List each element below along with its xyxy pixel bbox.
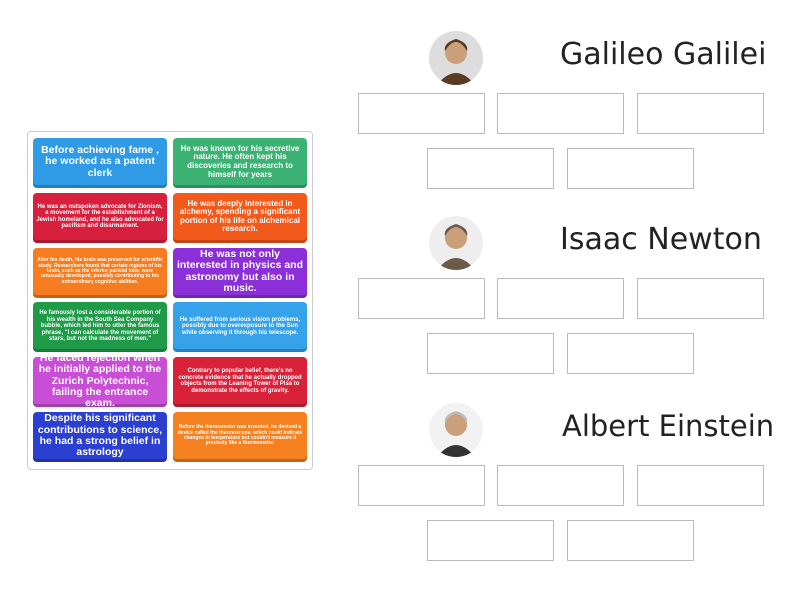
drop-slot[interactable]: [358, 93, 485, 134]
drop-slot[interactable]: [497, 465, 624, 506]
group-title: Albert Einstein: [562, 409, 775, 443]
drop-slot[interactable]: [567, 520, 694, 561]
draggable-card[interactable]: After his death, his brain was preserved…: [33, 247, 167, 298]
cards-panel: Before achieving fame , he worked as a p…: [27, 131, 313, 470]
draggable-card[interactable]: He faced rejection when he initially app…: [33, 357, 167, 408]
draggable-card[interactable]: Before the thermometer was invented, he …: [173, 412, 307, 462]
group-title: Isaac Newton: [560, 222, 762, 257]
drop-slot[interactable]: [358, 278, 485, 319]
portrait-image: [429, 216, 483, 270]
draggable-card[interactable]: Contrary to popular belief, there's no c…: [173, 357, 307, 408]
drop-slot[interactable]: [567, 333, 694, 374]
draggable-card[interactable]: He famously lost a considerable portion …: [33, 302, 167, 353]
draggable-card[interactable]: He was deeply interested in alchemy, spe…: [173, 192, 307, 243]
draggable-card[interactable]: He suffered from serious vision problems…: [173, 302, 307, 353]
group-title: Galileo Galilei: [560, 37, 767, 72]
drop-slot[interactable]: [567, 148, 694, 189]
drop-slot[interactable]: [497, 278, 624, 319]
draggable-card[interactable]: Despite his significant contributions to…: [33, 412, 167, 462]
draggable-card[interactable]: He was an outspoken advocate for Zionism…: [33, 192, 167, 243]
draggable-card[interactable]: Before achieving fame , he worked as a p…: [33, 138, 167, 188]
drop-slot[interactable]: [358, 465, 485, 506]
drop-slot[interactable]: [427, 148, 554, 189]
drop-slot[interactable]: [637, 278, 764, 319]
drop-slot[interactable]: [497, 93, 624, 134]
portrait-image: [429, 31, 483, 85]
drop-slot[interactable]: [637, 465, 764, 506]
drop-slot[interactable]: [427, 333, 554, 374]
draggable-card[interactable]: He was not only interested in physics an…: [173, 247, 307, 298]
drop-slot[interactable]: [427, 520, 554, 561]
drop-slot[interactable]: [637, 93, 764, 134]
portrait-image: [429, 403, 483, 457]
draggable-card[interactable]: He was known for his secretive nature. H…: [173, 138, 307, 188]
